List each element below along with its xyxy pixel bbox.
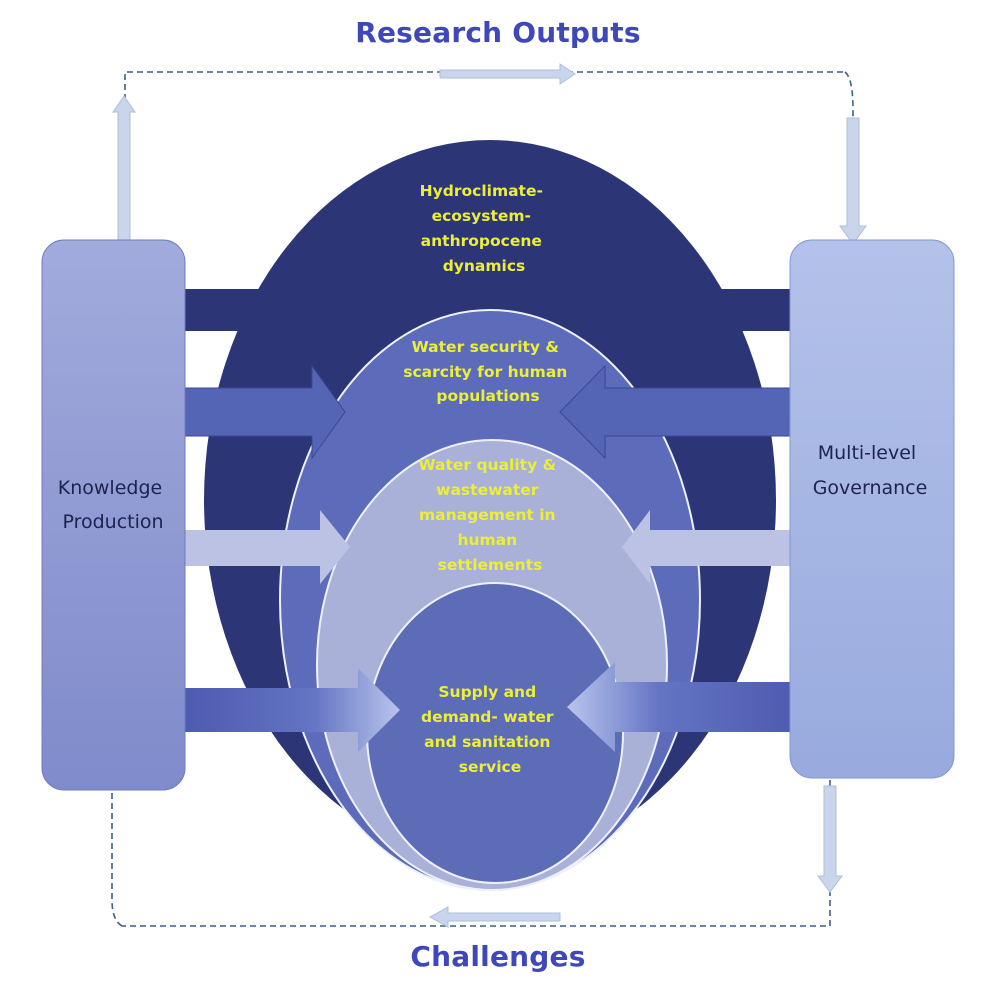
left-arrow-bottom [428,906,561,928]
ring-3-line-3: management in [419,506,556,524]
ring-1-line-3: anthropocene [421,232,542,250]
ring-labels: Hydroclimate- ecosystem- anthropocene dy… [403,182,572,776]
down-arrow-right-bottom [817,785,843,893]
svg-text:Multi-level Governance: Multi-level Governance [813,442,928,499]
up-arrow [112,95,136,241]
ring-4-line-1: Supply and [438,683,536,701]
ring-2-label: Water security & scarcity for human popu… [403,338,572,405]
left-box: Knowledge Production [41,239,186,791]
arrow-row3-left [185,510,350,584]
ring-1-line-1: Hydroclimate- [420,182,543,200]
right-box: Multi-level Governance [789,239,955,779]
ring-4-line-3: and sanitation [424,733,550,751]
left-box-line-2: Production [62,511,163,533]
down-arrow-right-top [839,117,867,245]
ring-1-label: Hydroclimate- ecosystem- anthropocene dy… [420,182,549,275]
svg-text:Knowledge Production: Knowledge Production [58,477,169,533]
ring-2-line-2: scarcity for human [403,363,567,381]
loop-left-bottom [111,790,123,927]
ring-3-line-5: settlements [438,556,543,574]
arrow-row3-right [622,510,838,584]
ring-4-line-4: service [459,758,522,776]
research-outputs-title: Research Outputs [355,16,641,49]
arrow-row4-right [567,662,795,752]
arrow-row2-right [559,364,796,460]
ring-3-line-2: wastewater [436,481,539,499]
challenges-title: Challenges [410,940,586,973]
ring-4-label: Supply and demand- water and sanitation … [421,683,559,776]
right-box-line-2: Governance [813,477,928,499]
nested-rings [204,140,776,891]
ring-1-line-2: ecosystem- [432,207,531,225]
arrow-row2-left [184,364,346,460]
ring-3-line-1: Water quality & [418,456,556,474]
left-box-line-1: Knowledge [58,477,162,499]
connector-row1-right [720,289,795,331]
loop-arrows [112,63,867,928]
ring-3-line-4: human [457,531,517,549]
connectors [184,289,838,752]
ring-2-line-1: Water security & [412,338,559,356]
ring-2-line-3: populations [436,387,539,405]
right-arrow-top [439,63,576,85]
right-box-line-1: Multi-level [818,442,916,464]
ring-3-label: Water quality & wastewater management in… [418,456,561,574]
loop-top-right [844,71,854,240]
loop-right-bottom [122,780,831,927]
ring-1-line-4: dynamics [443,257,526,275]
arrow-row4-left [185,668,400,752]
connector-row1-left [185,289,320,331]
ring-4-line-2: demand- water [421,708,554,726]
